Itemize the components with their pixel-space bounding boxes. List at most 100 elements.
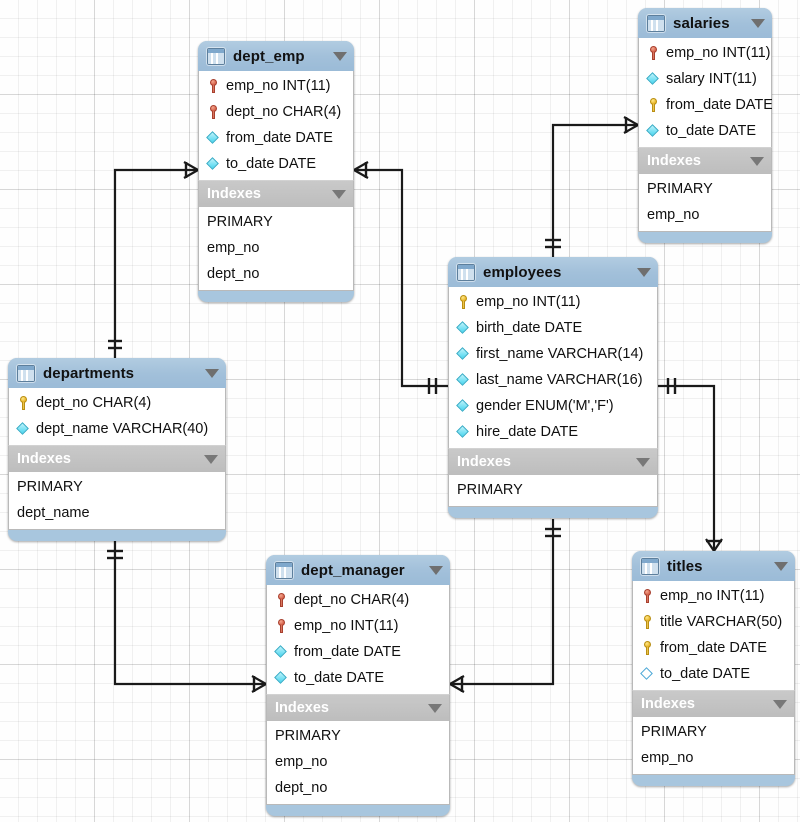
relationship-departments-dept_emp <box>108 161 199 358</box>
diamond-icon <box>16 421 31 437</box>
indexes-header-employees[interactable]: Indexes <box>448 448 658 475</box>
relationship-dept_emp-employees <box>353 161 448 394</box>
diamond-icon <box>274 644 289 660</box>
key-fk-icon <box>206 104 221 120</box>
chevron-down-icon[interactable] <box>750 156 764 166</box>
column-list-departments: dept_no CHAR(4)dept_name VARCHAR(40) <box>8 388 226 445</box>
column-row-emp_no[interactable]: emp_no INT(11) <box>199 73 353 99</box>
table-header-departments[interactable]: departments <box>8 358 226 388</box>
column-row-birth_date[interactable]: birth_date DATE <box>449 315 657 341</box>
chevron-down-icon[interactable] <box>204 454 218 464</box>
index-row-emp_no[interactable]: emp_no <box>207 240 260 256</box>
chevron-down-icon[interactable] <box>751 18 765 28</box>
index-row-dept_name[interactable]: dept_name <box>17 505 90 521</box>
chevron-down-icon[interactable] <box>428 703 442 713</box>
indexes-header-dept_manager[interactable]: Indexes <box>266 694 450 721</box>
column-row-emp_no[interactable]: emp_no INT(11) <box>267 613 449 639</box>
indexes-header-dept_emp[interactable]: Indexes <box>198 180 354 207</box>
index-row-PRIMARY[interactable]: PRIMARY <box>275 728 341 744</box>
table-header-dept_emp[interactable]: dept_emp <box>198 41 354 71</box>
chevron-down-icon[interactable] <box>332 189 346 199</box>
column-row-last_name[interactable]: last_name VARCHAR(16) <box>449 367 657 393</box>
diamond-icon <box>456 372 471 388</box>
indexes-label: Indexes <box>17 451 71 467</box>
column-list-salaries: emp_no INT(11)salary INT(11)from_date DA… <box>638 38 772 147</box>
key-pk-icon <box>16 395 31 411</box>
column-row-dept_no[interactable]: dept_no CHAR(4) <box>199 99 353 125</box>
index-list-departments: PRIMARY dept_name <box>8 472 226 530</box>
index-row-dept_no[interactable]: dept_no <box>275 780 328 796</box>
column-row-gender[interactable]: gender ENUM('M','F') <box>449 393 657 419</box>
key-fk-icon <box>274 618 289 634</box>
table-icon <box>647 14 665 32</box>
column-row-salary[interactable]: salary INT(11) <box>639 66 771 92</box>
column-list-titles: emp_no INT(11)title VARCHAR(50)from_date… <box>632 581 795 690</box>
column-row-from_date[interactable]: from_date DATE <box>639 92 772 118</box>
chevron-down-icon[interactable] <box>773 699 787 709</box>
column-row-from_date[interactable]: from_date DATE <box>267 639 449 665</box>
index-row-emp_no[interactable]: emp_no <box>647 207 700 223</box>
indexes-header-titles[interactable]: Indexes <box>632 690 795 717</box>
key-pk-icon <box>640 614 655 630</box>
table-header-titles[interactable]: titles <box>632 551 795 581</box>
index-row-PRIMARY[interactable]: PRIMARY <box>207 214 273 230</box>
index-row-PRIMARY[interactable]: PRIMARY <box>647 181 713 197</box>
table-card-dept_manager[interactable]: dept_manager dept_no CHAR(4)emp_no INT(11… <box>266 555 450 816</box>
table-card-departments[interactable]: departments dept_no CHAR(4)dept_name VARC… <box>8 358 226 541</box>
indexes-header-salaries[interactable]: Indexes <box>638 147 772 174</box>
column-row-hire_date[interactable]: hire_date DATE <box>449 419 657 445</box>
column-row-to_date[interactable]: to_date DATE <box>267 665 449 691</box>
key-fk-icon <box>640 588 655 604</box>
chevron-down-icon[interactable] <box>333 51 347 61</box>
column-row-emp_no[interactable]: emp_no INT(11) <box>639 40 771 66</box>
index-row-emp_no[interactable]: emp_no <box>641 750 694 766</box>
column-row-title[interactable]: title VARCHAR(50) <box>633 609 794 635</box>
indexes-header-departments[interactable]: Indexes <box>8 445 226 472</box>
index-list-salaries: PRIMARY emp_no <box>638 174 772 232</box>
key-pk-icon <box>640 640 655 656</box>
index-row-emp_no[interactable]: emp_no <box>275 754 328 770</box>
chevron-down-icon[interactable] <box>637 267 651 277</box>
indexes-label: Indexes <box>275 700 329 716</box>
column-row-first_name[interactable]: first_name VARCHAR(14) <box>449 341 657 367</box>
index-row-PRIMARY[interactable]: PRIMARY <box>641 724 707 740</box>
relationship-salaries-employees <box>545 116 639 257</box>
column-row-emp_no[interactable]: emp_no INT(11) <box>449 289 657 315</box>
index-row-dept_no[interactable]: dept_no <box>207 266 260 282</box>
chevron-down-icon[interactable] <box>636 457 650 467</box>
table-title: titles <box>667 557 703 575</box>
column-row-from_date[interactable]: from_date DATE <box>633 635 794 661</box>
table-title: departments <box>43 364 135 382</box>
table-header-dept_manager[interactable]: dept_manager <box>266 555 450 585</box>
index-row-PRIMARY[interactable]: PRIMARY <box>457 482 523 498</box>
column-row-from_date[interactable]: from_date DATE <box>199 125 353 151</box>
diamond-icon <box>206 130 221 146</box>
column-row-dept_no[interactable]: dept_no CHAR(4) <box>267 587 449 613</box>
key-fk-icon <box>206 78 221 94</box>
table-title: dept_manager <box>301 561 405 579</box>
chevron-down-icon[interactable] <box>774 561 788 571</box>
column-row-to_date[interactable]: to_date DATE <box>633 661 794 687</box>
chevron-down-icon[interactable] <box>429 565 443 575</box>
column-row-dept_name[interactable]: dept_name VARCHAR(40) <box>9 416 225 442</box>
column-row-to_date[interactable]: to_date DATE <box>199 151 353 177</box>
indexes-label: Indexes <box>207 186 261 202</box>
table-icon <box>641 557 659 575</box>
index-row-PRIMARY[interactable]: PRIMARY <box>17 479 83 495</box>
key-fk-icon <box>274 592 289 608</box>
table-icon <box>17 364 35 382</box>
chevron-down-icon[interactable] <box>205 368 219 378</box>
column-row-to_date[interactable]: to_date DATE <box>639 118 771 144</box>
table-header-salaries[interactable]: salaries <box>638 8 772 38</box>
diamond-icon <box>646 123 661 139</box>
column-row-emp_no[interactable]: emp_no INT(11) <box>633 583 794 609</box>
index-list-titles: PRIMARY emp_no <box>632 717 795 775</box>
table-card-titles[interactable]: titles emp_no INT(11)title VARCHAR(50)fro… <box>632 551 795 786</box>
table-header-employees[interactable]: employees <box>448 257 658 287</box>
column-row-dept_no[interactable]: dept_no CHAR(4) <box>9 390 225 416</box>
relationship-employees-titles <box>658 378 723 552</box>
